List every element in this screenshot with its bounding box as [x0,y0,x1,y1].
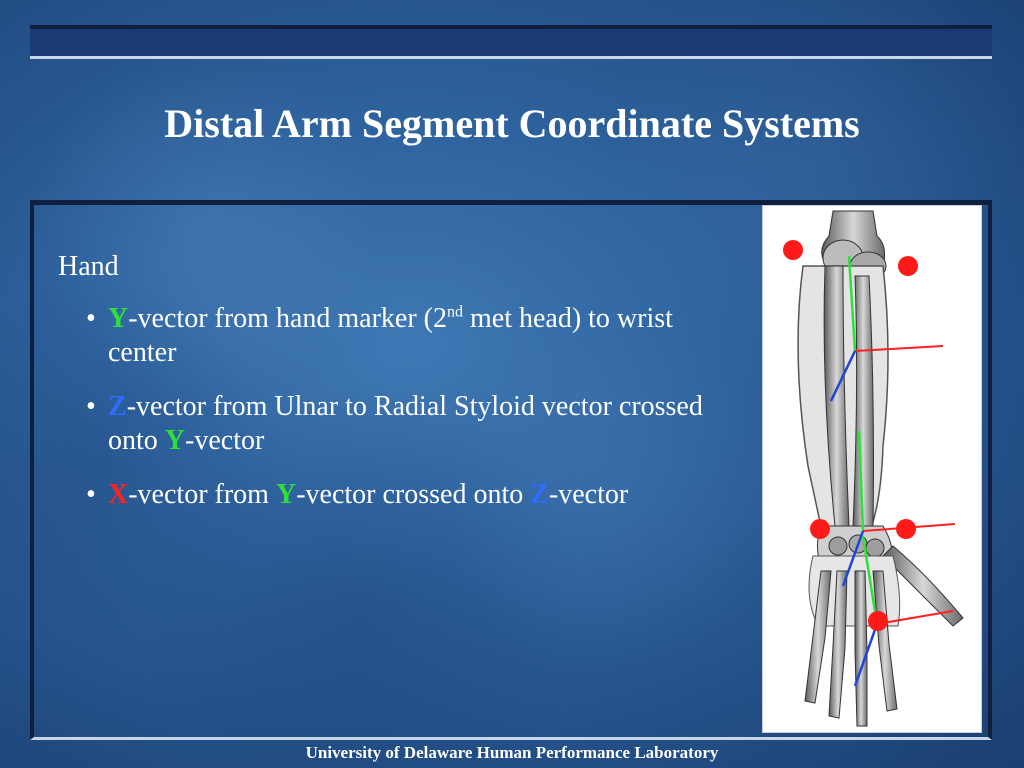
content-frame [30,200,992,740]
x-label: X [108,479,129,510]
bullet-text: -vector crossed onto [296,479,531,510]
bullet-text: -vector [185,425,265,456]
carpal-bone [865,538,885,558]
radius-bone [852,275,874,527]
bullet-item-z-vector: • Z-vector from Ulnar to Radial Styloid … [86,390,748,458]
forearm-skeleton-svg [783,210,964,727]
marker-second-met-head [868,611,888,631]
footer-text: University of Delaware Human Performance… [305,743,719,762]
finger-bone [854,570,868,727]
bullet-list: • Y-vector from hand marker (2nd met hea… [58,302,748,512]
forearm-z-axis [829,350,857,402]
wrist-z-axis [841,530,865,587]
carpal-bone [828,536,848,556]
finger-bone [804,570,832,704]
forearm-skeleton-illustration [762,205,982,733]
finger-bone [872,570,898,712]
hand-y-axis [861,535,879,625]
bullet-text: -vector from Ulnar to Radial Styloid vec… [108,391,703,456]
marker-medial-epicondyle [783,240,803,260]
bullet-icon: • [86,303,96,334]
top-decorative-bar [30,25,992,59]
bullet-text: -vector from hand marker (2 [128,303,447,334]
marker-ulnar-styloid [810,519,830,539]
hand-z-axis [853,623,879,687]
y-label: Y [108,303,129,334]
forearm-y-axis [847,255,857,352]
marker-lateral-epicondyle [898,256,918,276]
y-label: Y [164,425,186,456]
hand-x-axis [876,610,954,625]
bullet-item-y-vector: • Y-vector from hand marker (2nd met hea… [86,302,748,370]
z-label: Z [530,479,549,510]
slide-title: Distal Arm Segment Coordinate Systems [164,101,860,146]
bullet-text: met head) to wrist center [108,303,673,368]
z-label: Z [108,391,127,422]
content-body: Hand • Y-vector from hand marker (2nd me… [58,250,748,532]
superscript: nd [446,303,463,321]
bullet-icon: • [86,391,96,422]
forearm-x-axis [854,345,944,352]
bullet-item-x-vector: • X-vector from Y-vector crossed onto Z-… [86,478,748,512]
bullet-icon: • [86,479,96,510]
marker-radial-styloid [896,519,916,539]
bullet-text: -vector [548,479,629,510]
wrist-y-axis [857,430,865,532]
bullet-text: -vector from [128,479,276,510]
section-heading: Hand [58,251,119,282]
finger-bone [828,570,848,719]
y-label: Y [275,479,297,510]
thumb-bones [882,545,964,627]
